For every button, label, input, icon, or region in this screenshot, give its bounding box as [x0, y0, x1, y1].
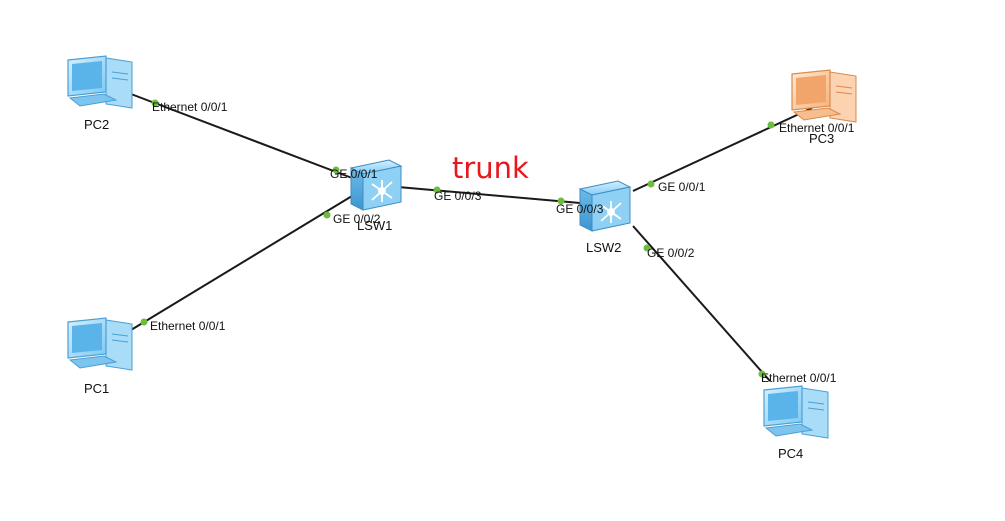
pc4-node[interactable] — [763, 385, 829, 439]
link-pc2-lsw1[interactable] — [130, 93, 353, 179]
port-label-pc1-eth: Ethernet 0/0/1 — [150, 319, 226, 333]
port-label-pc4-eth: Ethernet 0/0/1 — [761, 371, 837, 385]
port-label-lsw1-ge2: GE 0/0/2 — [333, 212, 381, 226]
port-label-pc3-eth: Ethernet 0/0/1 — [779, 121, 855, 135]
link-pc3-lsw2[interactable] — [632, 107, 813, 192]
pc1-label: PC1 — [84, 381, 109, 396]
pc3-label: PC3 — [809, 131, 834, 146]
port-label-lsw1-ge1: GE 0/0/1 — [330, 167, 378, 181]
pc1-node[interactable] — [67, 317, 133, 371]
port-label-pc2-eth: Ethernet 0/0/1 — [152, 100, 228, 114]
links-layer — [130, 93, 813, 382]
port-dot-pc1-eth — [140, 318, 148, 326]
port-label-lsw2-ge3: GE 0/0/3 — [556, 202, 604, 216]
pc2-node[interactable] — [67, 55, 133, 109]
trunk-annotation: trunk — [452, 151, 529, 185]
pc-icon-highlighted — [791, 69, 857, 123]
pc-icon — [67, 317, 133, 371]
link-lsw1-lsw2[interactable] — [397, 186, 581, 204]
pc4-label: PC4 — [778, 446, 803, 461]
port-label-lsw1-ge3: GE 0/0/3 — [434, 189, 482, 203]
port-dot-lsw1-ge3 — [433, 186, 441, 194]
lsw1-node[interactable] — [349, 159, 403, 211]
switch-arrows-icon — [371, 180, 393, 202]
port-dot-pc4-eth — [758, 370, 766, 378]
lsw2-node[interactable] — [578, 180, 632, 232]
pc-icon — [763, 385, 829, 439]
port-dot-lsw2-ge2 — [643, 244, 651, 252]
port-dot-lsw2-ge1 — [647, 180, 655, 188]
pc-icon — [67, 55, 133, 109]
port-dot-pc2-eth — [151, 99, 159, 107]
port-dot-lsw1-ge2 — [323, 211, 331, 219]
switch-icon — [349, 159, 403, 211]
switch-icon — [578, 180, 632, 232]
port-label-lsw2-ge1: GE 0/0/1 — [658, 180, 706, 194]
switch-arrows-icon — [600, 201, 622, 223]
port-label-lsw2-ge2: GE 0/0/2 — [647, 246, 695, 260]
link-pc4-lsw2[interactable] — [632, 225, 771, 382]
pc3-node[interactable] — [791, 69, 857, 123]
port-dot-lsw1-ge1 — [332, 166, 340, 174]
lsw1-label: LSW1 — [357, 218, 392, 233]
link-pc1-lsw1[interactable] — [130, 195, 353, 331]
port-dots-layer — [140, 99, 775, 378]
lsw2-label: LSW2 — [586, 240, 621, 255]
port-dot-lsw2-ge3 — [557, 197, 565, 205]
port-dot-pc3-eth — [767, 121, 775, 129]
pc2-label: PC2 — [84, 117, 109, 132]
